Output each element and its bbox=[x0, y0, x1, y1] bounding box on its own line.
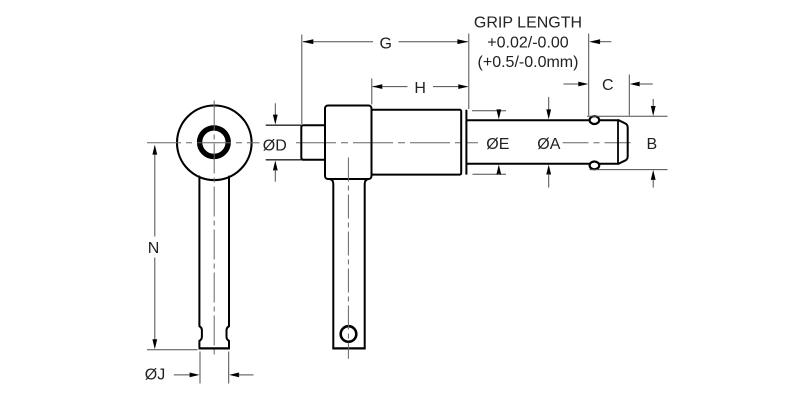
svg-text:+0.02/-0.00: +0.02/-0.00 bbox=[487, 34, 569, 51]
svg-text:G: G bbox=[379, 35, 391, 52]
svg-text:ØD: ØD bbox=[263, 137, 287, 154]
svg-text:N: N bbox=[148, 240, 160, 257]
svg-text:ØA: ØA bbox=[537, 136, 560, 153]
svg-text:B: B bbox=[646, 136, 657, 153]
svg-text:H: H bbox=[414, 80, 426, 97]
svg-text:ØJ: ØJ bbox=[145, 366, 165, 383]
svg-text:ØE: ØE bbox=[486, 136, 509, 153]
svg-text:C: C bbox=[602, 77, 614, 94]
svg-text:GRIP LENGTH: GRIP LENGTH bbox=[474, 15, 582, 32]
svg-text:(+0.5/-0.0mm): (+0.5/-0.0mm) bbox=[478, 54, 579, 71]
